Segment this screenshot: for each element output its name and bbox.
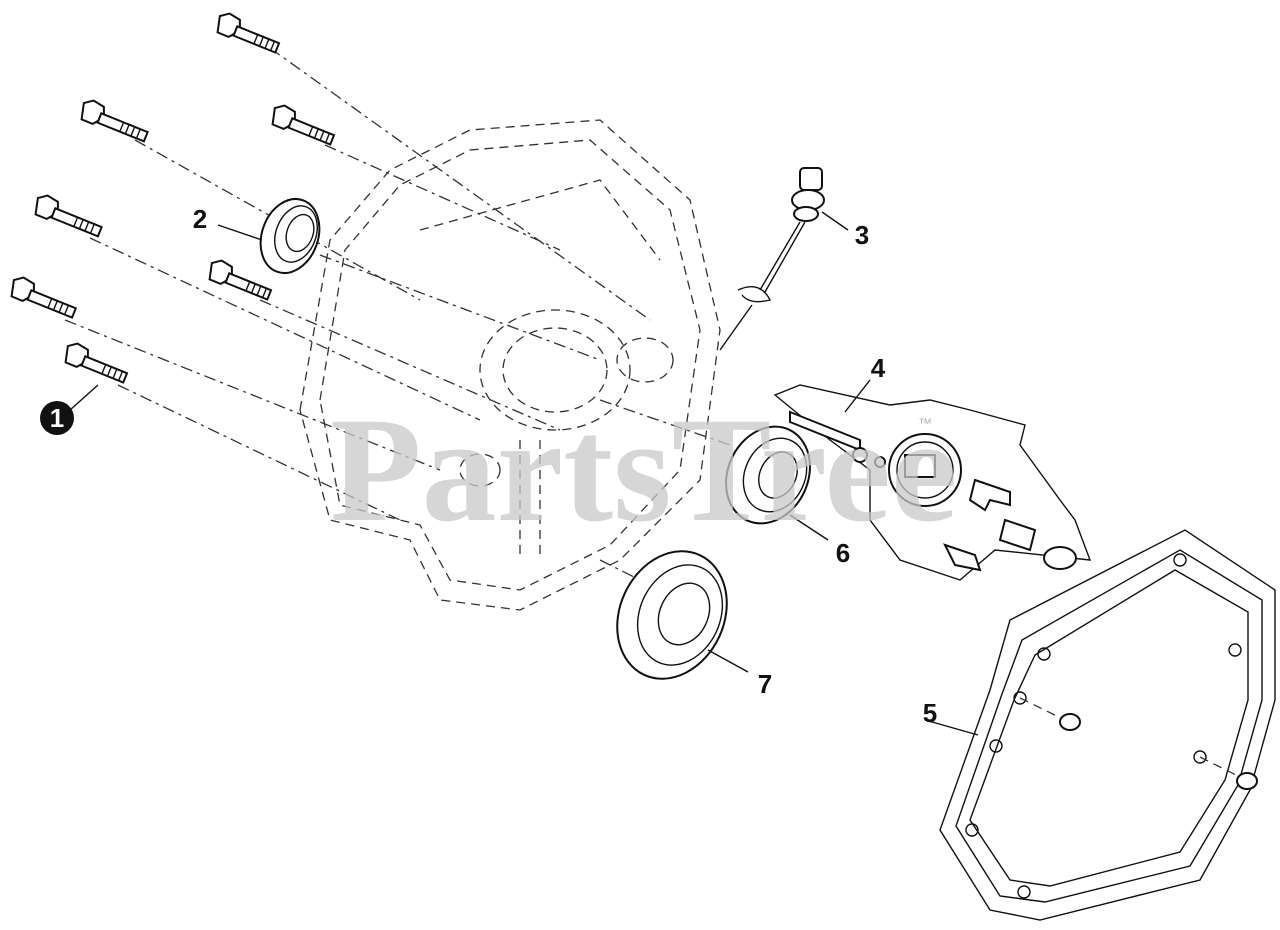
callout-3-label[interactable]: 3 xyxy=(855,220,869,250)
callout-6-label[interactable]: 6 xyxy=(836,538,850,568)
dipstick xyxy=(719,167,825,351)
watermark: PartsTree xyxy=(330,387,957,553)
callout-leaders xyxy=(69,211,979,736)
callout-4-label[interactable]: 4 xyxy=(871,353,886,383)
governor-assembly xyxy=(773,384,1092,581)
gasket xyxy=(939,529,1276,921)
ball-bearing-6 xyxy=(725,425,811,525)
callout-5-label[interactable]: 5 xyxy=(923,698,937,728)
callout-1-badge xyxy=(40,401,74,435)
bolts xyxy=(10,12,336,384)
bolt-icon xyxy=(271,104,336,146)
callout-1-label: 1 xyxy=(50,403,64,433)
bolt-icon xyxy=(10,276,78,319)
callout-1[interactable]: 1 xyxy=(40,401,74,435)
bolt-icon xyxy=(80,99,149,143)
bolt-icon xyxy=(64,342,129,384)
crankcase-cover xyxy=(299,119,721,611)
callout-7-label[interactable]: 7 xyxy=(758,669,772,699)
bolt-icon xyxy=(208,259,273,301)
trademark: ™ xyxy=(918,415,932,431)
ball-bearing-7 xyxy=(616,550,728,680)
callout-2-label[interactable]: 2 xyxy=(193,204,207,234)
bolt-leader-lines xyxy=(64,47,731,581)
oil-seal xyxy=(259,198,321,274)
bolt-icon xyxy=(34,194,103,238)
bolt-icon xyxy=(216,12,281,54)
